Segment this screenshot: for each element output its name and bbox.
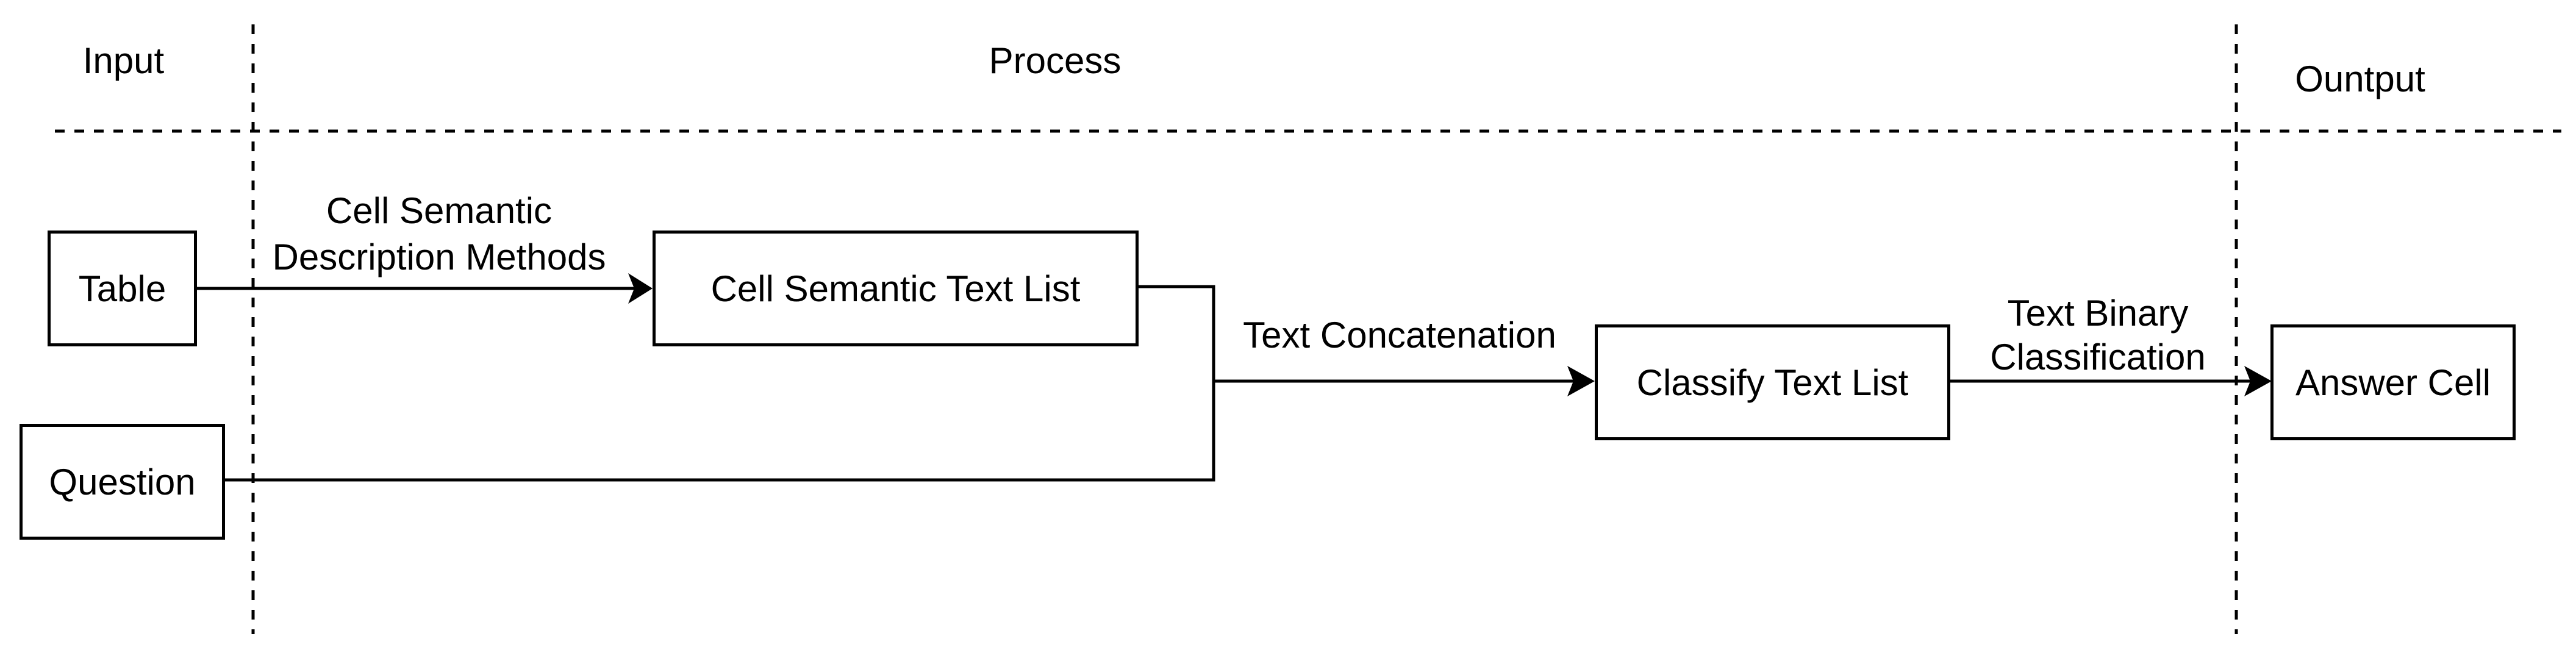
node-question-label: Question (49, 461, 196, 502)
arrowhead-answer (2244, 366, 2272, 396)
edge-label-text-binary-line2: Classification (1990, 337, 2206, 377)
section-label-process: Process (989, 40, 1122, 81)
node-answer-cell-label: Answer Cell (2295, 362, 2491, 403)
edge-label-text-binary-line1: Text Binary (2007, 293, 2189, 334)
arrowhead-cell-list (628, 273, 653, 304)
edge-label-cell-semantic-line2: Description Methods (272, 237, 606, 277)
node-question: Question (20, 424, 225, 540)
edge-label-cell-semantic-line1: Cell Semantic (326, 190, 553, 231)
section-label-input: Input (82, 40, 165, 81)
node-classify-text-list: Classify Text List (1595, 324, 1950, 440)
node-table: Table (48, 231, 197, 346)
node-cell-semantic-text-list: Cell Semantic Text List (653, 231, 1139, 346)
edge-label-text-concatenation: Text Concatenation (1243, 315, 1556, 356)
node-classify-text-list-label: Classify Text List (1636, 362, 1909, 403)
node-table-label: Table (78, 268, 166, 309)
node-answer-cell: Answer Cell (2270, 324, 2516, 440)
edge-question-to-merge (223, 381, 1215, 482)
edge-cell-list-to-merge (1137, 285, 1215, 381)
arrowhead-classify (1567, 366, 1595, 396)
section-label-output: Ountput (2295, 59, 2425, 99)
node-cell-semantic-text-list-label: Cell Semantic Text List (710, 268, 1081, 309)
